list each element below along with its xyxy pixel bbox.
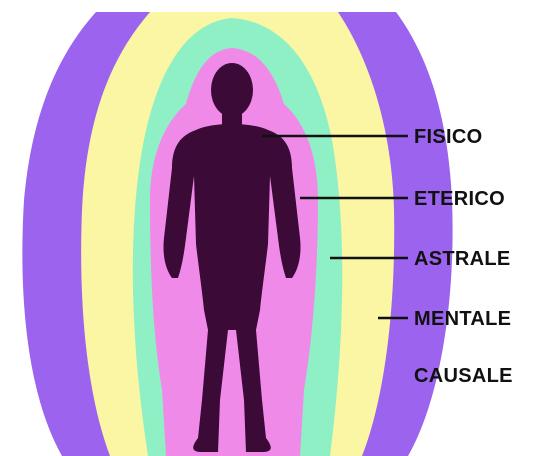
label-causale: CAUSALE — [414, 365, 513, 387]
label-fisico: FISICO — [414, 126, 482, 148]
label-eterico: ETERICO — [414, 188, 505, 210]
label-astrale: ASTRALE — [414, 248, 511, 270]
label-mentale: MENTALE — [414, 308, 511, 330]
